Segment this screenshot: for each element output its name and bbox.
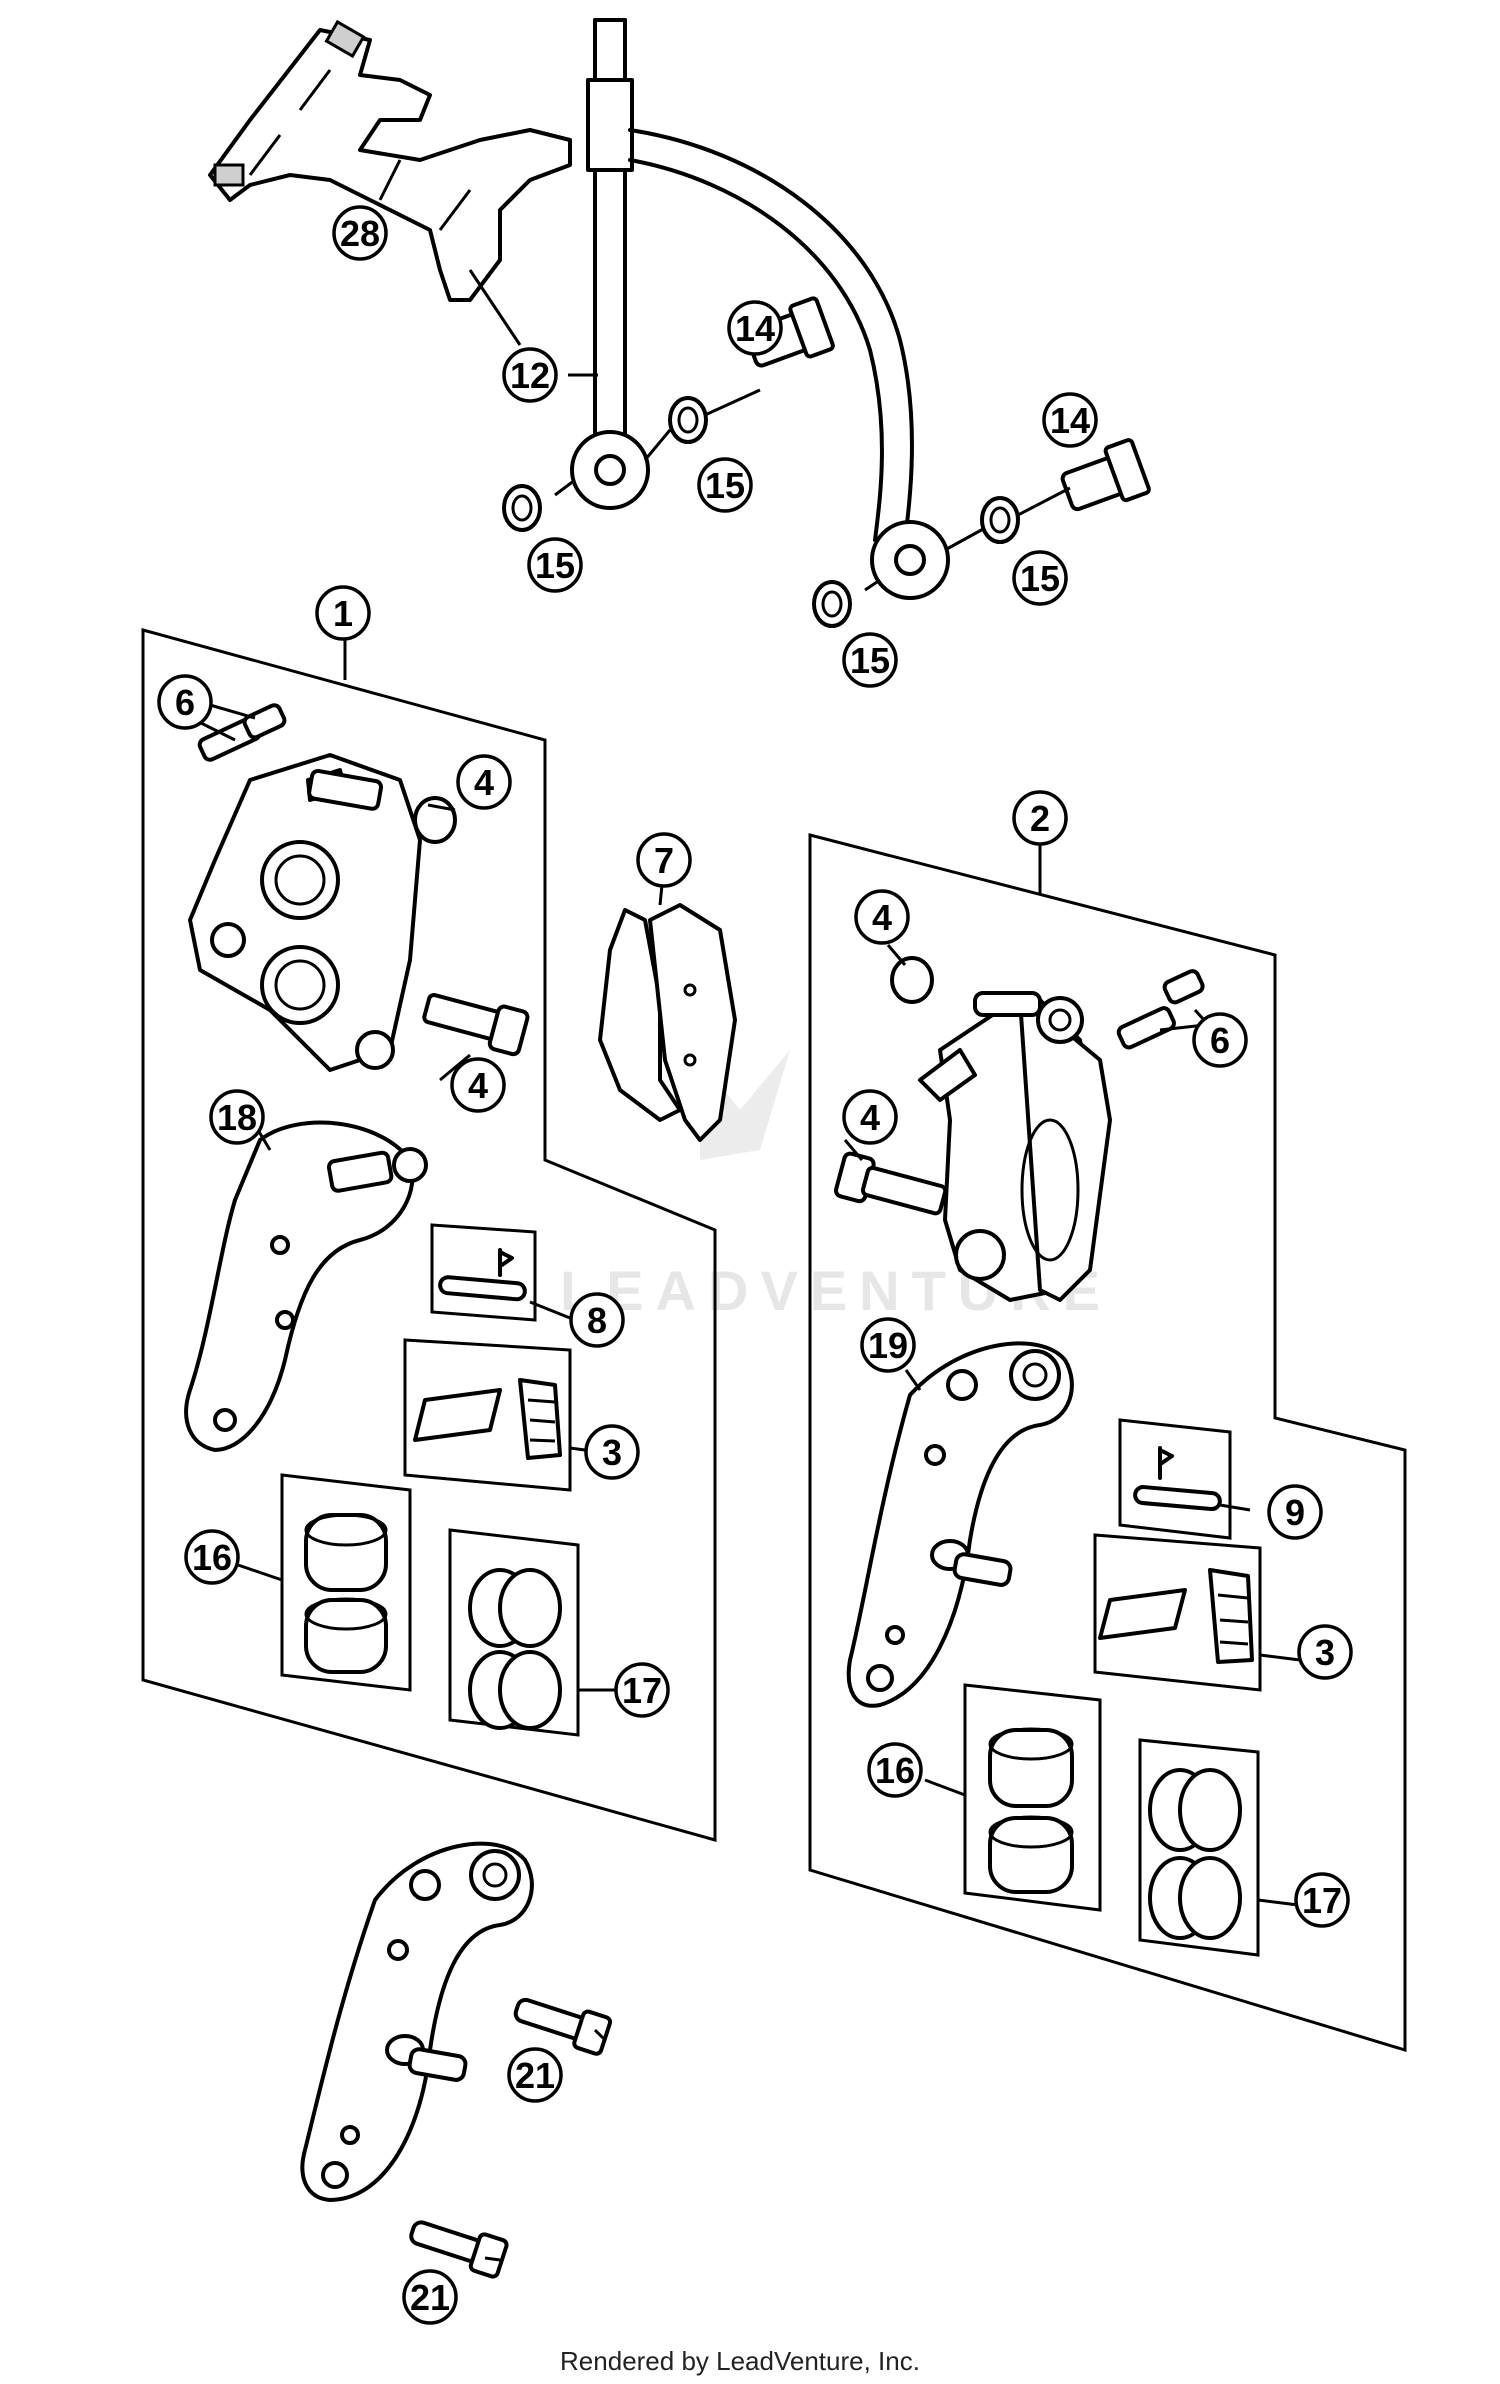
callout-3: 3 bbox=[1297, 1624, 1353, 1680]
svg-text:16: 16 bbox=[192, 1537, 232, 1578]
left-caliper bbox=[188, 753, 422, 1072]
callout-16: 16 bbox=[867, 1742, 923, 1798]
callout-14: 14 bbox=[727, 300, 783, 356]
callout-16: 16 bbox=[184, 1529, 240, 1585]
callout-3: 3 bbox=[584, 1424, 640, 1480]
callout-21: 21 bbox=[507, 2047, 563, 2103]
callout-6: 6 bbox=[1192, 1012, 1248, 1068]
svg-text:16: 16 bbox=[875, 1750, 915, 1791]
svg-text:3: 3 bbox=[1315, 1632, 1335, 1673]
part-3-decal-right bbox=[1093, 1533, 1262, 1692]
callout-15: 15 bbox=[697, 457, 753, 513]
svg-text:28: 28 bbox=[340, 213, 380, 254]
part-12-brake-lines bbox=[570, 18, 950, 600]
callout-15: 15 bbox=[1012, 550, 1068, 606]
callout-21: 21 bbox=[402, 2269, 458, 2325]
part-21-bolts bbox=[409, 1997, 613, 2279]
svg-text:4: 4 bbox=[872, 897, 892, 938]
right-bolts-4 bbox=[833, 956, 948, 1216]
callout-15: 15 bbox=[842, 632, 898, 688]
svg-text:19: 19 bbox=[868, 1325, 908, 1366]
svg-text:4: 4 bbox=[468, 1065, 488, 1106]
svg-text:15: 15 bbox=[1020, 558, 1060, 599]
svg-text:14: 14 bbox=[735, 308, 775, 349]
lower-caliper-bracket bbox=[300, 1841, 534, 2202]
callout-18: 18 bbox=[209, 1089, 265, 1145]
left-bolts-4 bbox=[413, 796, 530, 1057]
svg-text:6: 6 bbox=[175, 682, 195, 723]
svg-text:17: 17 bbox=[1302, 1880, 1342, 1921]
part-16-pistons-left bbox=[280, 1473, 412, 1692]
callouts: 28 12 14 14 15 15 15 15 1 2 6 6 4 4 4 4 … bbox=[157, 205, 1353, 2325]
svg-text:15: 15 bbox=[535, 545, 575, 586]
left-bleeder-6 bbox=[197, 703, 287, 762]
callout-17: 17 bbox=[1294, 1872, 1350, 1928]
svg-text:15: 15 bbox=[705, 465, 745, 506]
part-15-washers bbox=[502, 388, 1071, 628]
right-bleeder-6 bbox=[1116, 969, 1205, 1050]
callout-7: 7 bbox=[636, 832, 692, 888]
right-kit-panel bbox=[808, 833, 1407, 2053]
part-17-seals-right bbox=[1138, 1738, 1260, 1957]
leader-lines bbox=[194, 269, 1301, 2262]
callout-6: 6 bbox=[157, 674, 213, 730]
callout-8: 8 bbox=[569, 1292, 625, 1348]
svg-text:4: 4 bbox=[474, 762, 494, 803]
callout-17: 17 bbox=[614, 1662, 670, 1718]
callout-28: 28 bbox=[332, 205, 388, 261]
callout-4: 4 bbox=[854, 889, 910, 945]
callout-4: 4 bbox=[450, 1057, 506, 1113]
callout-9: 9 bbox=[1267, 1484, 1323, 1540]
callout-19: 19 bbox=[860, 1317, 916, 1373]
callout-4: 4 bbox=[842, 1089, 898, 1145]
svg-text:6: 6 bbox=[1210, 1020, 1230, 1061]
svg-text:9: 9 bbox=[1285, 1492, 1305, 1533]
svg-text:3: 3 bbox=[602, 1432, 622, 1473]
callout-12: 12 bbox=[502, 347, 558, 403]
svg-text:17: 17 bbox=[622, 1670, 662, 1711]
svg-text:8: 8 bbox=[587, 1300, 607, 1341]
svg-text:21: 21 bbox=[515, 2055, 555, 2096]
part-7-brake-pads bbox=[598, 903, 737, 1142]
part-16-pistons-right bbox=[963, 1683, 1102, 1912]
part-9-pin-card bbox=[1118, 1418, 1232, 1540]
part-17-seals-left bbox=[448, 1528, 580, 1737]
part-3-decal-left bbox=[403, 1338, 572, 1492]
part-18-caliper-bracket bbox=[184, 1120, 428, 1452]
callout-2: 2 bbox=[1012, 790, 1068, 846]
callout-14: 14 bbox=[1042, 392, 1098, 448]
svg-text:18: 18 bbox=[217, 1097, 257, 1138]
svg-text:4: 4 bbox=[860, 1097, 880, 1138]
footer-credit: Rendered by LeadVenture, Inc. bbox=[560, 2346, 920, 2376]
svg-text:12: 12 bbox=[510, 355, 550, 396]
part-19-caliper-bracket bbox=[846, 1341, 1074, 1708]
svg-text:14: 14 bbox=[1050, 400, 1090, 441]
svg-text:15: 15 bbox=[850, 640, 890, 681]
part-28-bracket bbox=[208, 19, 572, 302]
part-8-pin-card bbox=[430, 1223, 537, 1322]
svg-text:2: 2 bbox=[1030, 798, 1050, 839]
callout-15: 15 bbox=[527, 537, 583, 593]
svg-text:7: 7 bbox=[654, 840, 674, 881]
callout-4: 4 bbox=[456, 754, 512, 810]
svg-text:21: 21 bbox=[410, 2277, 450, 2318]
svg-text:1: 1 bbox=[333, 593, 353, 634]
left-kit-panel bbox=[141, 628, 717, 1842]
right-caliper bbox=[918, 991, 1112, 1302]
callout-1: 1 bbox=[315, 585, 371, 641]
